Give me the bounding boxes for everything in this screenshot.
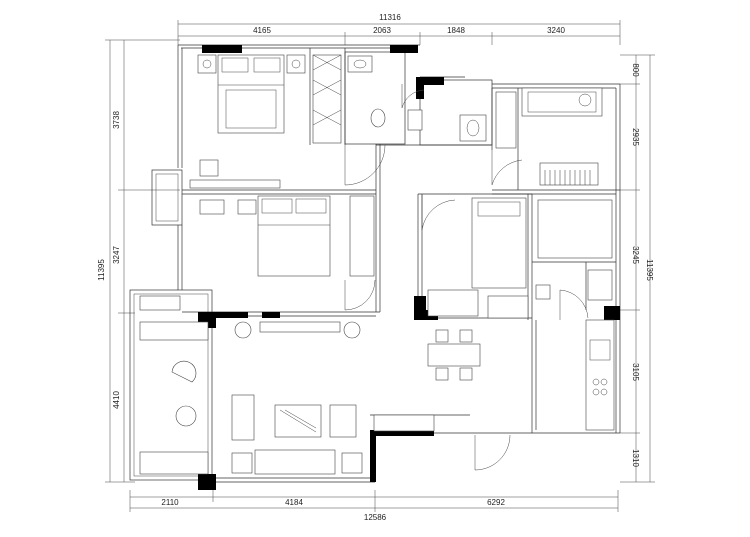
nightstand-left [197,54,217,74]
desk-master [189,179,281,189]
dimension-labels: 11316 4165 2063 1848 3240 2110 4184 6292… [97,13,654,522]
toilet [370,108,386,128]
side-table-right [341,452,363,474]
wardrobe-second [349,195,375,277]
nightstand-right [286,54,306,74]
kitchen-counter [585,319,615,431]
dim-top-3: 1848 [447,26,465,35]
piano [539,162,599,186]
dim-left-1: 3738 [112,111,121,129]
sofa-study [521,87,603,117]
wardrobe-master [312,54,342,144]
entry-cabinet [373,414,435,432]
dim-right-overall: 11395 [645,259,654,281]
dim-right-2: 2935 [631,128,640,146]
dim-top-4: 3240 [547,26,565,35]
dim-right-4: 3105 [631,363,640,381]
double-bed-master [217,54,285,134]
dim-top-1: 4165 [253,26,271,35]
side-table-left [231,452,253,474]
dim-bottom-overall: 12586 [364,513,387,522]
dim-bottom-1: 2110 [161,498,179,507]
dim-right-5: 1310 [631,449,640,467]
bath-vanity [347,55,373,73]
dining-table [427,343,481,367]
dim-left-3: 4410 [112,391,121,409]
structural-columns [198,45,620,490]
dim-bottom-3: 6292 [487,498,505,507]
doors [344,84,589,471]
single-bed [471,197,527,289]
tv-cabinet [259,321,341,333]
wardrobe-fourth [427,289,479,317]
shower [459,114,487,142]
dim-right-1: 800 [631,63,640,77]
balcony-cabinet [139,321,209,341]
round-table [175,405,197,427]
dim-bottom-2: 4184 [285,498,303,507]
dim-top-overall: 11316 [379,13,401,22]
sofa-living [231,394,357,475]
dim-left-2: 3247 [112,246,121,264]
dim-right-3: 3245 [631,246,640,264]
furniture [139,54,615,475]
dim-top-2: 2063 [373,26,391,35]
wardrobe-study [495,91,517,149]
dim-left-overall: 11395 [97,259,106,281]
double-bed-second [257,195,331,277]
desk-fourth [537,199,613,259]
dimension-lines [105,20,655,512]
